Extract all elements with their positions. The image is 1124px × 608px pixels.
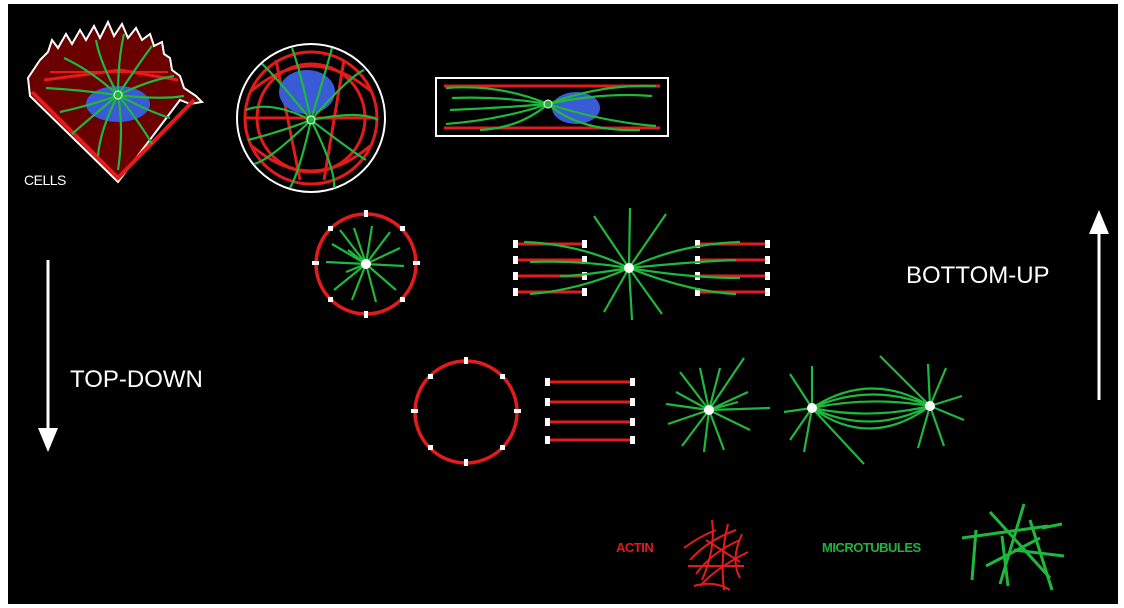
top-down-label: TOP-DOWN [70, 366, 203, 394]
centrosome [624, 263, 634, 273]
centrosome [704, 405, 714, 415]
centrosome [925, 401, 935, 411]
centrosome [114, 91, 122, 99]
actin-legend-label: ACTIN [616, 540, 653, 555]
centrosome [807, 403, 817, 413]
centrosome [307, 116, 315, 124]
cell-rectangular [436, 78, 668, 136]
microtubules-legend-label: MICROTUBULES [822, 540, 921, 555]
cell-round [237, 44, 385, 192]
bottom-up-label: BOTTOM-UP [906, 262, 1050, 290]
cells-label: CELLS [24, 172, 66, 188]
centrosome [544, 100, 552, 108]
centrosome [361, 259, 371, 269]
